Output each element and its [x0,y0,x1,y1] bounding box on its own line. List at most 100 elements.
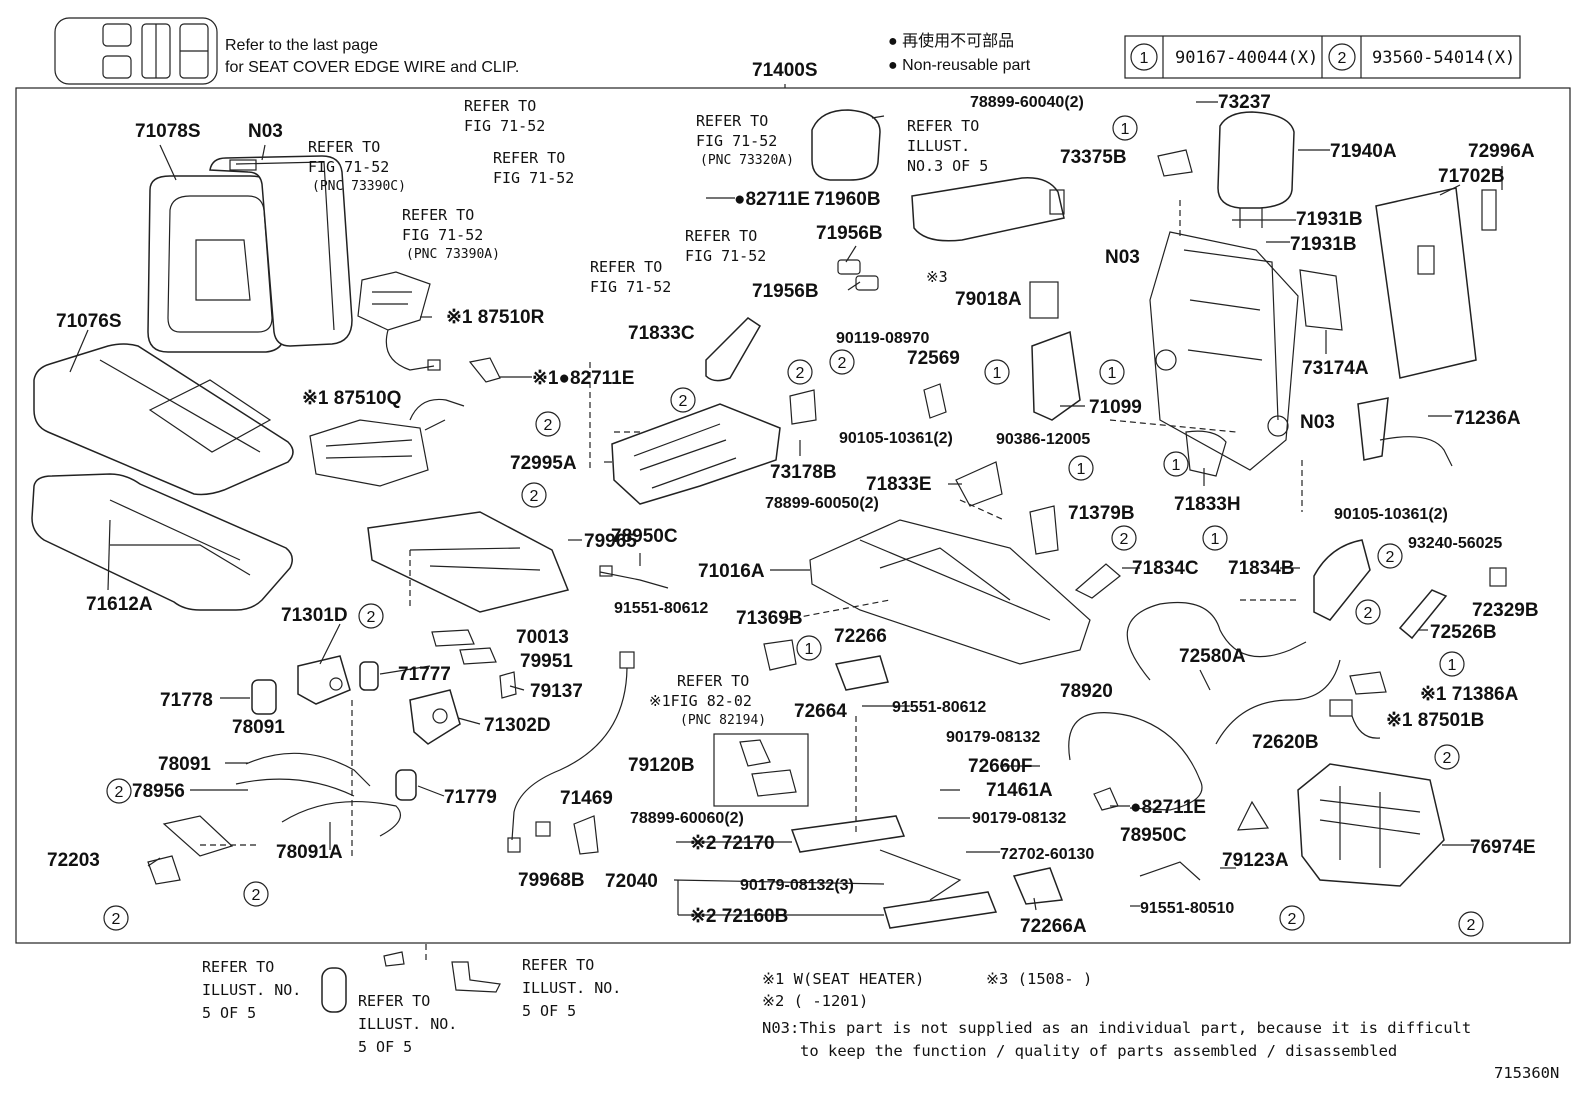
callout-1: 1 [1439,651,1465,677]
svg-text:1: 1 [805,641,814,658]
callout-1: 1 [1163,451,1189,477]
callout-1: 1 [1112,115,1138,141]
cover-79137 [499,671,517,699]
bracket-73178B [789,389,817,425]
bracket-71469 [573,815,599,855]
part-label: 90105-10361(2) [1334,506,1448,523]
svg-text:2: 2 [115,784,124,801]
key-1-num: 1 [1140,50,1149,67]
harness-82194 [507,651,635,853]
part-label: N03 [1300,412,1335,433]
cover-76974E [1297,763,1445,887]
part-label: 71834B [1228,558,1295,579]
part-label: 72526B [1430,622,1497,643]
part-label: 72329B [1472,600,1539,621]
part-label: 79120B [628,755,695,776]
bracket-72266 [834,655,889,691]
refer-note-line: ILLUST. NO. [202,981,301,999]
refer-note-line: (PNC 73320A) [700,153,794,168]
svg-text:1: 1 [1077,461,1086,478]
cover-71834C [1074,563,1121,599]
key-2-num: 2 [1338,50,1347,67]
bracket-79018A [1029,281,1059,319]
part-label: 71302D [484,715,551,736]
refer-note-line: ILLUST. [907,137,970,155]
part-label: ●82711E [734,189,810,210]
callout-1: 1 [796,635,822,661]
svg-text:2: 2 [530,488,539,505]
pad-70013 [431,629,475,647]
part-label: 71956B [752,281,819,302]
wire-harness-78950C [599,565,669,589]
cover-71779 [395,769,417,801]
part-label: 90119-08970 [836,330,930,347]
assembly-frame [15,87,1571,944]
svg-text:2: 2 [838,355,847,372]
part-label: 91551-80612 [892,699,986,716]
part-label: 72702-60130 [1000,846,1094,863]
callout-2: 2 [670,387,696,413]
part-label: 71833H [1174,494,1241,515]
bracket-71369B [763,639,797,671]
part-label: 71833C [628,323,695,344]
part-label: 71016A [698,561,765,582]
cable-78920 [1068,712,1203,811]
part-label: 72996A [1468,141,1535,162]
bracket-72266A [1012,867,1064,905]
part-label: 73174A [1302,358,1369,379]
part-label: 79137 [530,681,583,702]
part-label: 71779 [444,787,497,808]
cover-72203 [147,855,181,885]
bracket-71833H [1185,430,1227,477]
pad-79951 [459,647,497,665]
key-1-part: 90167-40044(X) [1175,48,1318,68]
n03-note-line-1: N03:This part is not supplied as an indi… [762,1019,1471,1037]
cover-71778 [251,679,277,715]
part-label: 73237 [1218,92,1271,113]
svg-text:2: 2 [1386,549,1395,566]
part-label: 90179-08132(3) [740,877,854,894]
harness-87501B [1329,699,1381,739]
refer-note-line: FIG 71-52 [464,117,545,135]
refer-note-line: 5 OF 5 [522,1002,576,1020]
part-label: 72569 [907,348,960,369]
svg-text:2: 2 [1288,911,1297,928]
part-label: 73375B [1060,147,1127,168]
part-label: 71469 [560,788,613,809]
svg-text:2: 2 [544,417,553,434]
clip-82711E [468,357,501,383]
refer-note-line: ※1FIG 82-02 [649,692,752,710]
part-label: 72660F [968,756,1032,777]
armrest-box [911,177,1065,242]
refer-note-line: FIG 71-52 [685,247,766,265]
svg-text:2: 2 [1443,750,1452,767]
svg-text:1: 1 [993,365,1002,382]
headrest-support-71956B [837,259,879,291]
seat-cushion-pad-71612A [31,473,293,611]
footnote-3: ※3 (1508- ) [986,970,1092,988]
part-label: 78950C [611,526,678,547]
part-label: 78899-60060(2) [630,810,744,827]
refer-note-line: REFER TO [402,206,474,224]
callout-2: 2 [358,603,384,629]
screw-icon [383,951,405,967]
part-label: 79968B [518,870,585,891]
headrest-71940A [1217,111,1295,228]
callout-2: 2 [1458,911,1484,937]
clip-79968B [535,821,551,837]
bracket-73174A [1299,269,1343,331]
harness-78950C-b [1139,861,1201,881]
bracket-72996A [1481,189,1497,231]
bracket-72569 [923,383,947,419]
part-label: 72620B [1252,732,1319,753]
cable-72580A [1126,601,1307,681]
refer-note-line: REFER TO [202,958,274,976]
callout-circles: 1 1 1 1 1 1 1 1 2 2 2 2 2 2 2 2 2 2 2 2 … [103,115,1484,937]
part-label: 71931B [1296,209,1363,230]
refer-note-line: REFER TO [308,138,380,156]
bracket-73375B [1157,149,1193,177]
headrest-71960B [811,109,885,181]
part-label: 71833E [866,474,932,495]
part-label: ●82711E [1130,797,1206,818]
part-label: 72664 [794,701,847,722]
